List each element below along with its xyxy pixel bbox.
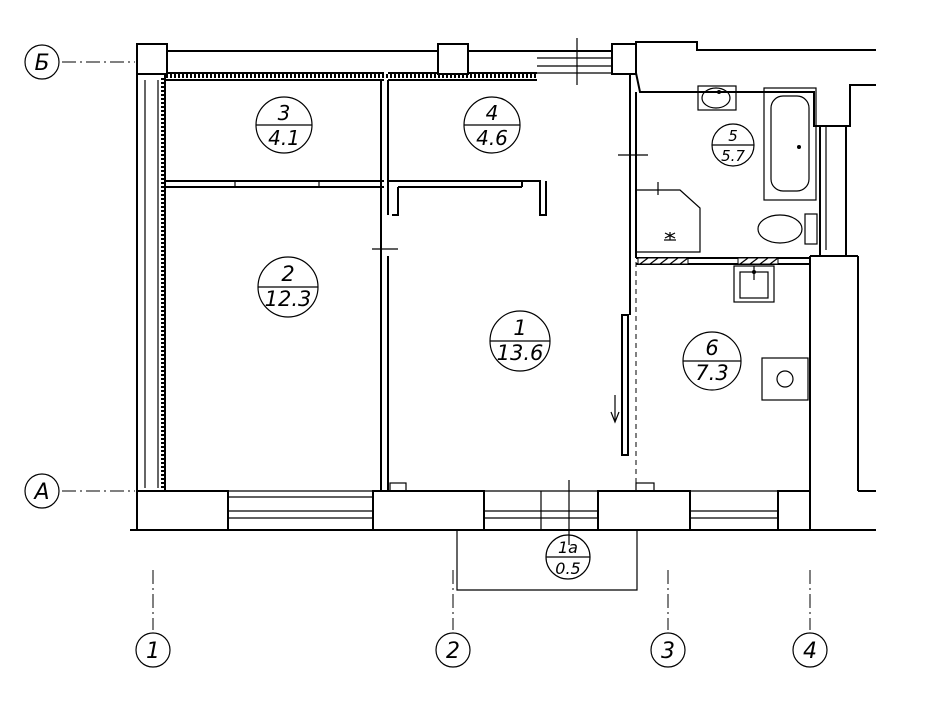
axis-bubble-1: 1 bbox=[135, 632, 171, 668]
room-label-6: 6 7.3 bbox=[682, 331, 742, 391]
room-number-4: 4 bbox=[486, 101, 499, 125]
room-area-2: 12.3 bbox=[265, 287, 312, 311]
axis-label-a: А bbox=[32, 480, 49, 505]
room-area-4: 4.6 bbox=[476, 126, 508, 150]
axis-label-b: Б bbox=[34, 51, 49, 76]
stove-icon bbox=[761, 357, 809, 401]
room-number-3: 3 bbox=[278, 101, 291, 125]
room-area-1: 13.6 bbox=[497, 341, 544, 365]
room-area-3: 4.1 bbox=[268, 126, 300, 150]
partitions bbox=[165, 73, 810, 492]
toilet-icon bbox=[757, 213, 818, 245]
axis-bubble-4: 4 bbox=[792, 632, 828, 668]
room-label-3: 3 4.1 bbox=[255, 96, 313, 154]
room-label-1a: 1а 0.5 bbox=[545, 534, 591, 580]
room-label-1: 1 13.6 bbox=[489, 310, 551, 372]
axis-bubble-b: Б bbox=[24, 44, 60, 80]
room-number-2: 2 bbox=[281, 262, 294, 286]
axis-bubble-a: А bbox=[24, 473, 60, 509]
exterior-walls bbox=[130, 38, 876, 591]
room-number-1a: 1а bbox=[558, 538, 578, 557]
room-area-1a: 0.5 bbox=[555, 559, 580, 578]
axis-label-4: 4 bbox=[803, 639, 817, 664]
room-number-5: 5 bbox=[728, 127, 738, 145]
shower-icon bbox=[636, 182, 701, 253]
axis-bubble-3: 3 bbox=[650, 632, 686, 668]
axis-label-3: 3 bbox=[661, 639, 675, 664]
room-label-2: 2 12.3 bbox=[257, 256, 319, 318]
room-label-5: 5 5.7 bbox=[711, 123, 755, 167]
washbasin-icon bbox=[697, 85, 737, 111]
kitchen-sink-icon bbox=[733, 265, 775, 303]
room-label-4: 4 4.6 bbox=[463, 96, 521, 154]
bathtub-icon bbox=[763, 87, 817, 201]
axis-lines bbox=[62, 61, 811, 630]
room-number-6: 6 bbox=[705, 336, 718, 360]
axis-bubble-2: 2 bbox=[435, 632, 471, 668]
axis-label-2: 2 bbox=[446, 639, 460, 664]
room-number-1: 1 bbox=[513, 316, 526, 340]
room-area-5: 5.7 bbox=[721, 147, 745, 165]
room-area-6: 7.3 bbox=[695, 361, 728, 385]
axis-label-1: 1 bbox=[146, 639, 160, 664]
